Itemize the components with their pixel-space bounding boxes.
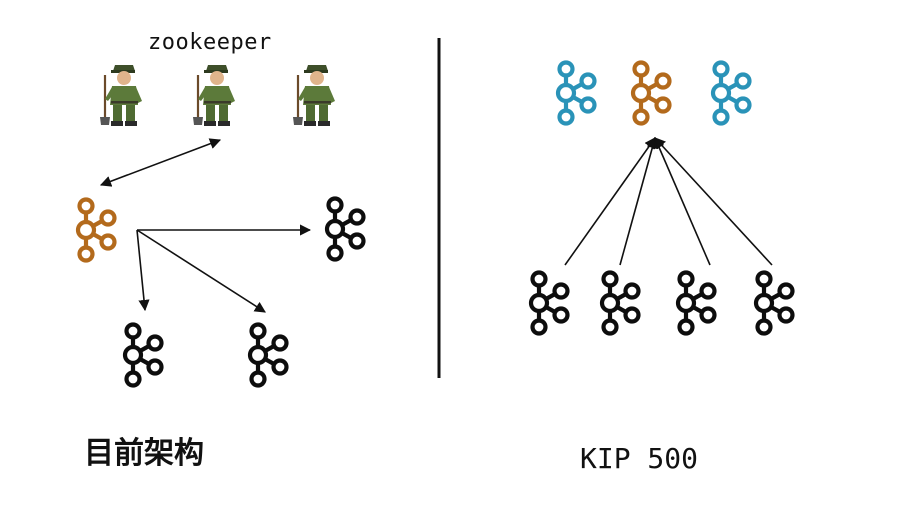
quorum-controller-node-icon [713,63,750,124]
zookeeper-keeper-icon [291,63,337,128]
kafka-broker-node-icon [327,199,364,260]
broker-to-controller-arrow [564,137,656,266]
kafka-controller-node-icon [78,200,115,261]
kafka-broker-node-icon [602,273,639,334]
controller-zookeeper-arrow [99,138,222,187]
active-controller-node-icon [633,63,670,124]
current-architecture-label: 目前架构 [84,436,204,471]
zookeeper-keeper-icon [98,63,144,128]
kafka-broker-node-icon [678,273,715,334]
kafka-broker-node-icon [125,325,162,386]
kafka-broker-node-icon [250,325,287,386]
controller-to-broker-arrow [136,229,150,312]
broker-to-controller-arrow [654,137,773,266]
broker-to-controller-arrow [653,136,711,266]
kafka-broker-node-icon [756,273,793,334]
quorum-controller-node-icon [558,63,595,124]
broker-to-controller-arrow [619,136,658,266]
controller-to-broker-arrow [136,229,266,313]
kafka-broker-node-icon [531,273,568,334]
zookeeper-label: zookeeper [148,30,272,55]
kip-500-label: KIP 500 [580,442,699,475]
zookeeper-ensemble [98,63,337,128]
zookeeper-keeper-icon [191,63,237,128]
